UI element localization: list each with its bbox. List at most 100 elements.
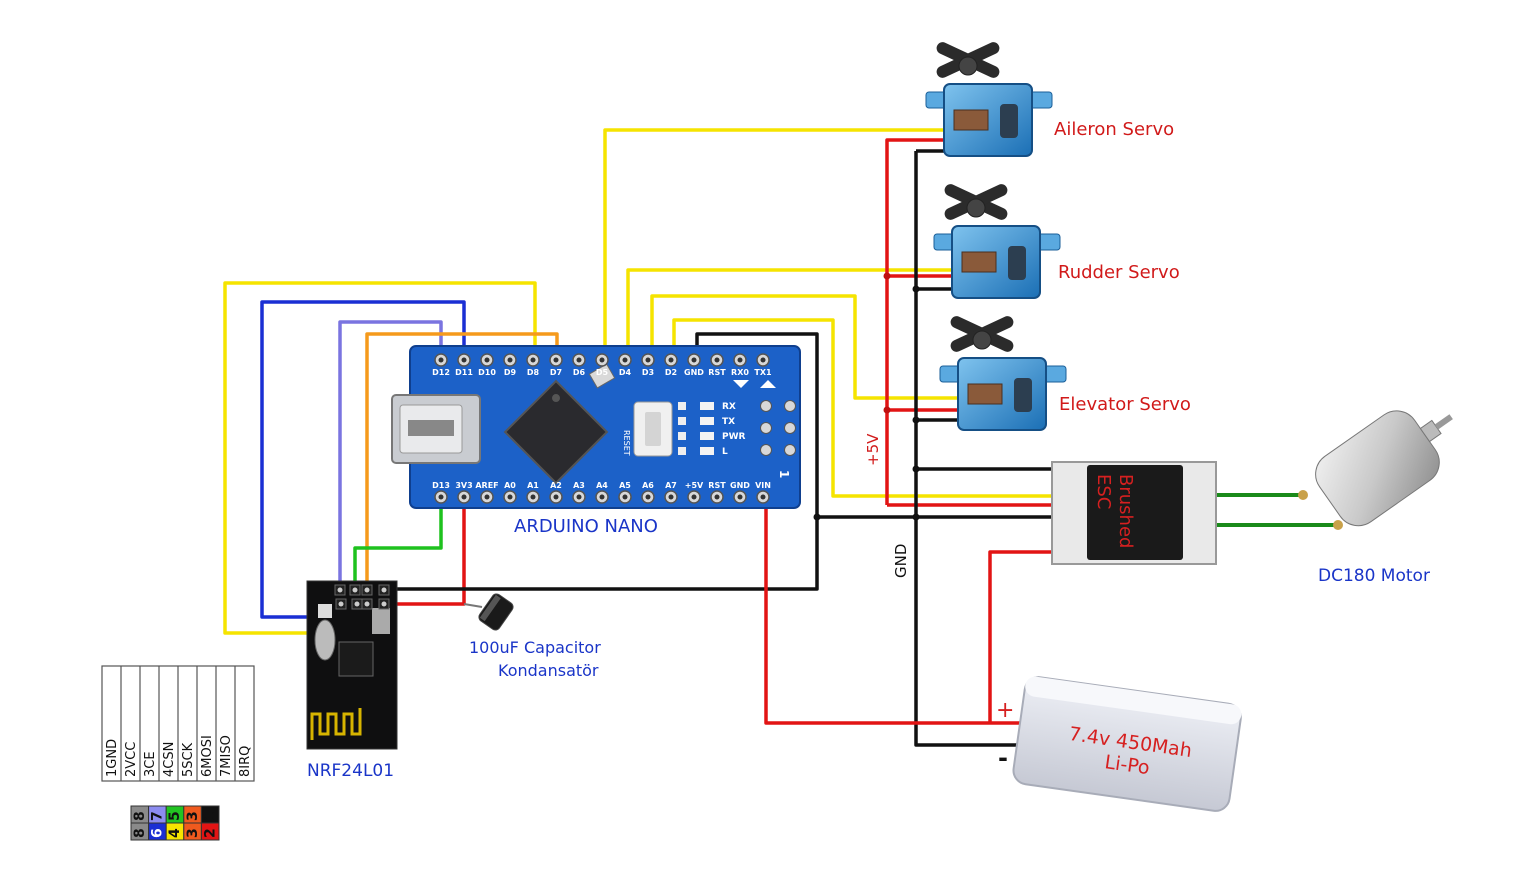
nrf24l01-module (306, 580, 398, 750)
nano-bottom-pin-label: A0 (504, 481, 516, 490)
nano-bottom-pin-label: D13 (432, 481, 450, 490)
icsp-pin (760, 422, 772, 434)
junction-dot (883, 272, 891, 280)
pin-grid-label: 3 (185, 811, 201, 821)
nano-bottom-pin-label: +5V (685, 481, 704, 490)
led-label: PWR (722, 432, 746, 442)
servos (925, 42, 1067, 431)
nano-top-pin-label: D8 (527, 368, 540, 377)
pin-grid-cell (200, 822, 220, 841)
capacitor-label-line2: Kondansatör (498, 661, 599, 680)
gnd-rail-label: GND (892, 544, 910, 578)
wire-yellow-aileron (603, 128, 947, 360)
nrf-cap (372, 608, 390, 634)
led (700, 417, 714, 425)
junction-dot (912, 465, 920, 473)
aileron-servo-label: Aileron Servo (1054, 119, 1175, 140)
pin-grid-label: 2 (202, 828, 218, 838)
junction-dot (912, 285, 920, 293)
icsp-pin (760, 400, 772, 412)
led-pad (678, 432, 686, 440)
nano-bottom-pin-label: A5 (619, 481, 631, 490)
pin-grid-label: 1 (202, 811, 218, 821)
capacitor-label-line1: 100uF Capacitor (469, 638, 601, 657)
esc-chip (1087, 465, 1183, 560)
junction-dot (883, 406, 891, 414)
capacitor (463, 593, 514, 631)
pinout-table-cell: 7MISO (219, 735, 234, 777)
rudder-servo-label: Rudder Servo (1058, 262, 1180, 283)
wire-black-nrf-gnd (384, 332, 819, 591)
nano-bottom-pin-label: 3V3 (455, 481, 472, 490)
lipo-battery: 7.4v 450Mah Li-Po + - (996, 676, 1242, 812)
nano-top-pin-label: RX0 (731, 368, 749, 377)
servo-gear (967, 383, 1003, 405)
nano-bottom-pin-label: AREF (475, 481, 498, 490)
servo-aileron (925, 42, 1053, 157)
nano-top-pin-label: D9 (504, 368, 517, 377)
wire-yellow-esc (672, 318, 1052, 498)
nano-top-pin-label: TX1 (754, 368, 772, 377)
nrf24l01-label: NRF24L01 (307, 761, 395, 781)
icsp-header (760, 400, 796, 456)
nano-bottom-pin-label: VIN (755, 481, 771, 490)
nano-bottom-pin-label: A6 (642, 481, 654, 490)
dc-motor (1298, 410, 1453, 530)
nano-top-pin-label: D12 (432, 368, 450, 377)
junction-dot (912, 416, 920, 424)
pinout-table-cell: 3CE (143, 751, 158, 777)
pin-grid-label: 5 (167, 811, 183, 821)
reset-label: RESET (622, 430, 631, 456)
wire-yellow-elevator (650, 294, 962, 400)
pinout-table-cell: 6MOSI (200, 735, 215, 777)
elevator-servo-label: Elevator Servo (1059, 394, 1191, 415)
servo-gear (953, 109, 989, 131)
nano-top-pin-label: GND (684, 368, 704, 377)
led-pad (678, 402, 686, 410)
tx-arrow-icon (760, 380, 776, 388)
pinout-table-cell: 2VCC (124, 742, 139, 777)
nano-top-pin-label: D4 (619, 368, 632, 377)
nano-bottom-pin-label: A7 (665, 481, 677, 490)
led (700, 447, 714, 455)
led-label: L (722, 447, 728, 457)
nano-top-pin-label: D10 (478, 368, 496, 377)
dc180-motor-label: DC180 Motor (1318, 566, 1430, 586)
nrf-chip (338, 641, 374, 677)
nano-top-pin-label: D6 (573, 368, 586, 377)
pin-grid-label: 7 (150, 811, 166, 821)
pinout-table-cell: 5SCK (181, 742, 196, 777)
rx-arrow-icon (733, 380, 749, 388)
smd-component (588, 363, 616, 389)
nrf-antenna (310, 708, 362, 740)
pin-grid-label: 8 (132, 811, 148, 821)
servo-elevator (939, 316, 1067, 431)
led-pad (678, 417, 686, 425)
led-label: RX (722, 402, 736, 412)
battery-plus-label: + (996, 698, 1014, 723)
icsp-pin (784, 400, 796, 412)
icsp-pin (784, 422, 796, 434)
esc-label: BrushedESC (1093, 474, 1136, 548)
wire-green-d13 (353, 497, 443, 590)
icsp-pin (760, 444, 772, 456)
led (700, 432, 714, 440)
wire-yellow-rudder (626, 268, 955, 360)
motor-terminal (1333, 520, 1343, 530)
pin-grid-label: 4 (167, 828, 183, 838)
nano-bottom-pin-label: RST (708, 481, 726, 490)
wire-violet-d12 (338, 320, 443, 590)
usb-slot (408, 420, 454, 436)
motor-shaft (1434, 414, 1453, 430)
motor-terminal (1298, 490, 1308, 500)
battery-minus-label: - (998, 744, 1008, 772)
pin-grid-label: 6 (150, 828, 166, 838)
wire-red-vin (764, 497, 1022, 725)
servo-motor (1008, 246, 1026, 280)
junctions (813, 272, 920, 521)
wire-red-5v-rail (885, 138, 947, 505)
